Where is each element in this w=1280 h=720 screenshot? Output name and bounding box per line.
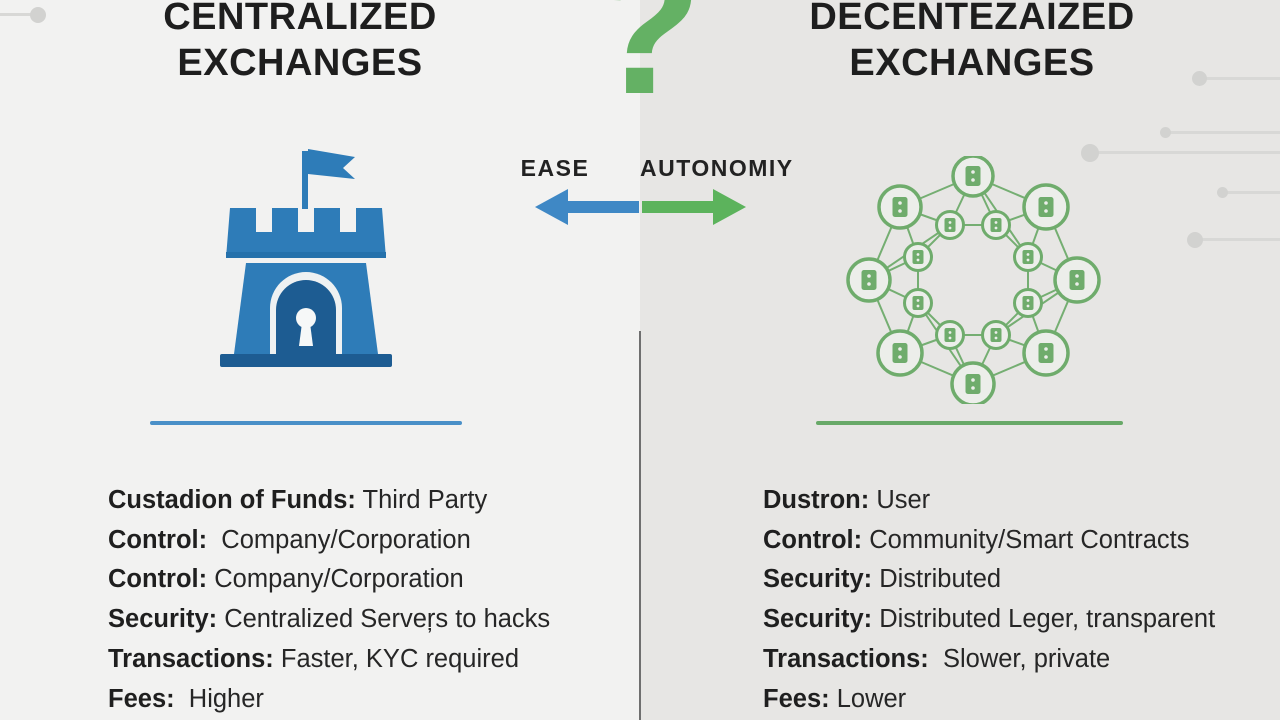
attribute-label: Transactions:	[108, 644, 274, 673]
attribute-label: Dustron:	[763, 486, 870, 514]
right-title: DECENTEZAIZED EXCHANGES	[767, 0, 1177, 86]
attribute-value: Community/Smart Contracts	[862, 525, 1190, 554]
attribute-value: Distributed	[872, 565, 1002, 594]
question-mark: ?	[585, 0, 703, 134]
left-arrow-icon	[535, 189, 639, 225]
attribute-row: Fees: Higher	[108, 680, 550, 720]
left-attribute-list: Custadion of Funds: Third Party Control:…	[108, 481, 550, 719]
attribute-label: Control:	[108, 525, 208, 554]
circuit-line-decoration	[0, 13, 36, 16]
attribute-row: Dustron: User	[763, 481, 1215, 521]
network-nodes-icon	[846, 156, 1101, 404]
attribute-label: Control:	[763, 525, 863, 554]
attribute-value: Third Party	[355, 486, 488, 514]
circuit-line-decoration	[1226, 191, 1280, 194]
right-underline-rule	[816, 421, 1123, 425]
attribute-label: Security:	[763, 565, 873, 594]
circuit-line-decoration	[1096, 151, 1280, 154]
circuit-dot-decoration	[1187, 232, 1203, 248]
right-panel-background	[640, 0, 1280, 720]
attribute-value: Centralized Serveŗs to hacks	[217, 605, 551, 634]
attribute-value: Distributed Leger, transparent	[872, 605, 1216, 634]
attribute-value: Company/Corporation	[207, 525, 471, 554]
attribute-row: Security: Distributed Leger, transparent	[763, 600, 1215, 640]
right-title-line1: DECENTEZAIZED	[809, 0, 1135, 38]
circuit-line-decoration	[1204, 77, 1280, 80]
attribute-label: Security:	[763, 605, 873, 634]
attribute-row: Security: Centralized Serveŗs to hacks	[108, 600, 550, 640]
attribute-value: Lower	[829, 684, 907, 713]
attribute-row: Transactions: Slower, private	[763, 640, 1215, 680]
attribute-value: Slower, private	[928, 644, 1111, 673]
right-arrow-icon	[642, 189, 746, 225]
left-title: CENTRALIZED EXCHANGES	[95, 0, 505, 86]
attribute-value: Company/Corporation	[207, 565, 464, 594]
right-title-line2: EXCHANGES	[849, 42, 1095, 84]
circuit-line-decoration	[1170, 131, 1280, 134]
circuit-dot-decoration	[1217, 187, 1228, 198]
attribute-row: Control: Company/Corporation	[108, 560, 550, 600]
attribute-value: User	[869, 486, 931, 514]
attribute-label: Fees:	[108, 684, 175, 713]
attribute-label: Control:	[108, 565, 208, 594]
attribute-value: Faster, KYC required	[273, 644, 520, 673]
circuit-dot-decoration	[1192, 71, 1207, 86]
attribute-row: Fees: Lower	[763, 680, 1215, 720]
attribute-label: Security:	[108, 605, 218, 634]
autonomy-label: AUTONOMIY	[640, 155, 794, 181]
circuit-dot-decoration	[30, 7, 46, 23]
attribute-row: Security: Distributed	[763, 560, 1215, 600]
attribute-label: Transactions:	[763, 644, 929, 673]
attribute-label: Custadion of Funds:	[108, 486, 356, 514]
center-divider-line	[639, 331, 641, 720]
left-underline-rule	[150, 421, 462, 425]
left-title-line1: CENTRALIZED	[163, 0, 437, 38]
attribute-label: Fees:	[763, 684, 830, 713]
left-title-line2: EXCHANGES	[177, 42, 423, 84]
ease-label: EASE	[520, 155, 590, 181]
attribute-row: Control: Company/Corporation	[108, 521, 550, 561]
attribute-row: Transactions: Faster, KYC required	[108, 640, 550, 680]
right-attribute-list: Dustron: User Control: Community/Smart C…	[763, 481, 1215, 719]
attribute-row: Control: Community/Smart Contracts	[763, 521, 1215, 561]
circuit-line-decoration	[1200, 238, 1280, 241]
circuit-dot-decoration	[1160, 127, 1171, 138]
castle-fortress-icon	[220, 149, 392, 367]
circuit-dot-decoration	[1081, 144, 1099, 162]
attribute-value: Higher	[174, 684, 264, 713]
attribute-row: Custadion of Funds: Third Party	[108, 481, 550, 521]
